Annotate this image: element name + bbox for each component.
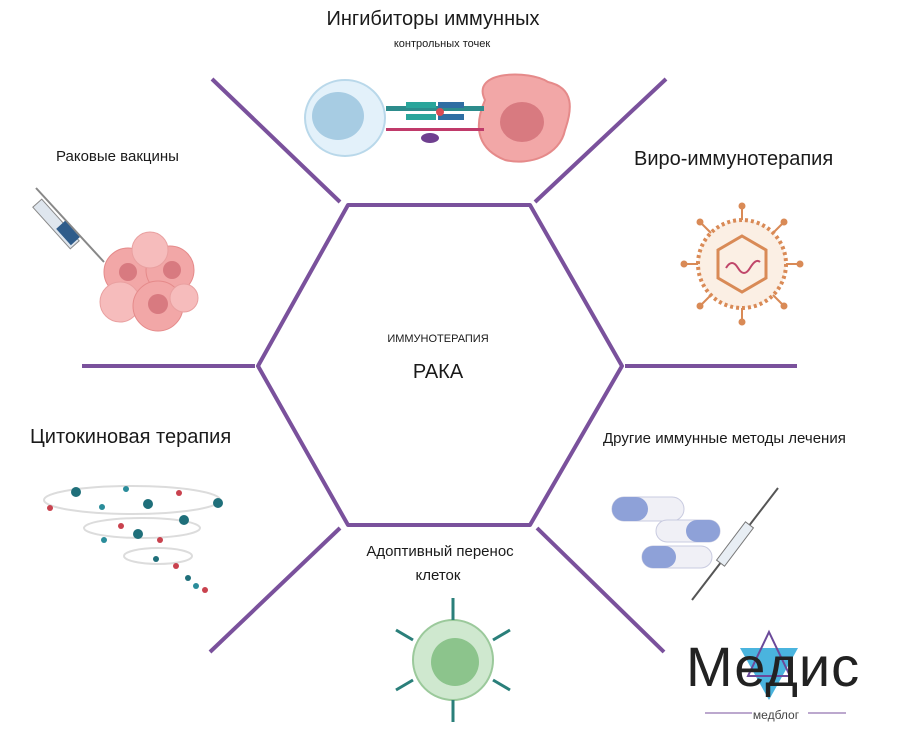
divider-bottom-right: [535, 526, 666, 654]
other-methods-illustration: [611, 487, 779, 601]
adoptive-subtitle: клеток: [415, 567, 461, 584]
divider-bottom-left: [208, 526, 342, 654]
divider-top-right: [533, 77, 668, 204]
cytokine-illustration: [43, 485, 223, 593]
logo-mark: [740, 629, 798, 700]
divider-top-left: [210, 77, 342, 204]
center-main-title: РАКА: [412, 361, 464, 383]
checkpoint-subtitle: контрольных точек: [393, 38, 491, 50]
cytokine-label: Цитокиновая терапия: [30, 426, 232, 448]
vaccines-label: Раковые вакцины: [56, 148, 179, 165]
vaccine-illustration: [32, 187, 199, 332]
center-hexagon: [256, 203, 624, 527]
center-title: ИММУНОТЕРАПИЯ: [387, 333, 489, 345]
virus-illustration: [680, 202, 804, 326]
adoptive-illustration: [395, 598, 511, 722]
other-methods-label: Другие иммунные методы лечения: [603, 430, 846, 447]
logo-name: Медис: [686, 635, 861, 698]
adoptive-title: Адоптивный перенос: [366, 543, 514, 560]
checkpoint-title: Ингибиторы иммунных: [326, 8, 540, 30]
logo-subtitle: медблог: [752, 708, 800, 722]
viro-label: Виро-иммунотерапия: [634, 148, 834, 170]
checkpoint-illustration: [304, 73, 571, 163]
